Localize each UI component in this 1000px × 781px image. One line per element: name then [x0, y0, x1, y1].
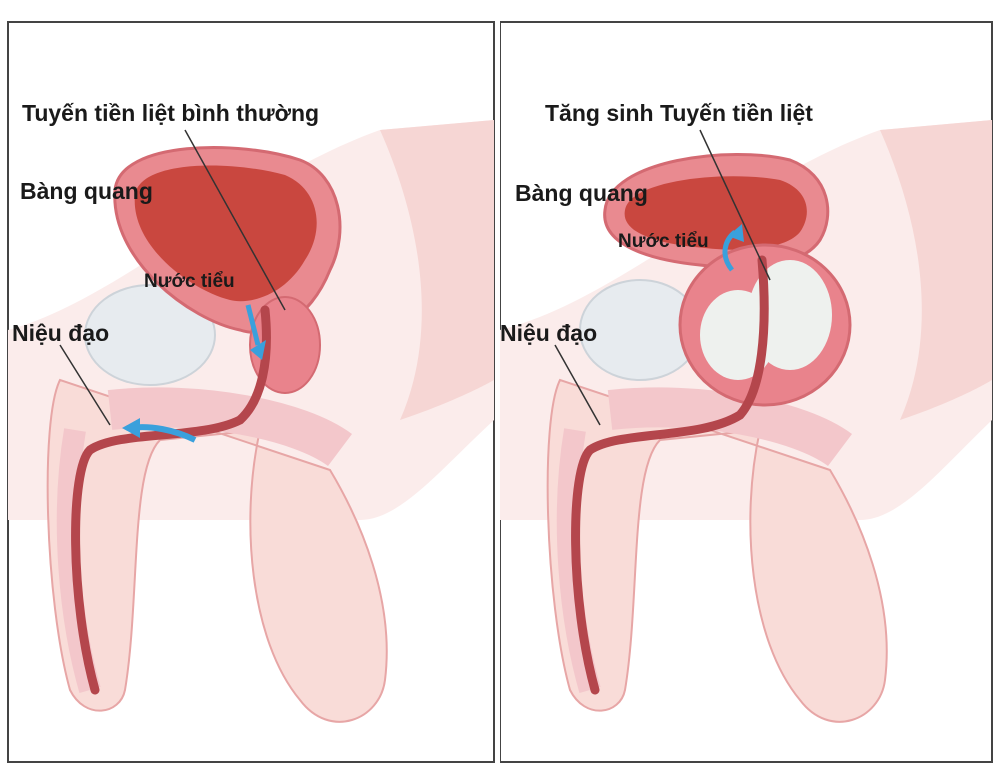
spongy-tissue-left [56, 428, 101, 694]
right-bladder-label: Bàng quang [515, 180, 648, 206]
left-urine-label: Nước tiểu [144, 271, 235, 292]
right-urine-label: Nước tiểu [618, 231, 709, 252]
right-urethra-label: Niệu đạo [500, 320, 598, 346]
bladder-inner-right [624, 176, 807, 250]
left-urethra-label: Niệu đạo [12, 320, 110, 346]
leader-urethra-right [554, 344, 601, 426]
pubic-bone [84, 284, 216, 386]
leader-urethra [59, 344, 111, 426]
buttock-shape-right [880, 120, 992, 420]
normal-prostate-illustration [7, 21, 495, 763]
leader-title [184, 129, 286, 311]
urine-backflow-arrowhead [728, 224, 744, 242]
urine-flow-arrowhead-1 [250, 340, 266, 360]
left-bladder-label: Bàng quang [20, 178, 153, 204]
urine-flow-arrowhead-2 [122, 418, 140, 438]
bladder-inner [134, 165, 317, 302]
enlarged-prostate-illustration [500, 21, 993, 763]
urethra [71, 305, 271, 695]
leader-title-right [699, 129, 771, 281]
right-title-label: Tăng sinh Tuyến tiền liệt [545, 100, 813, 126]
urine-flow-arrow-1 [245, 304, 261, 346]
enlarged-prostate-lobe-right [748, 260, 832, 370]
urethra-right [571, 255, 769, 695]
buttock-shape [380, 120, 494, 420]
left-title-label: Tuyến tiền liệt bình thường [22, 100, 320, 126]
